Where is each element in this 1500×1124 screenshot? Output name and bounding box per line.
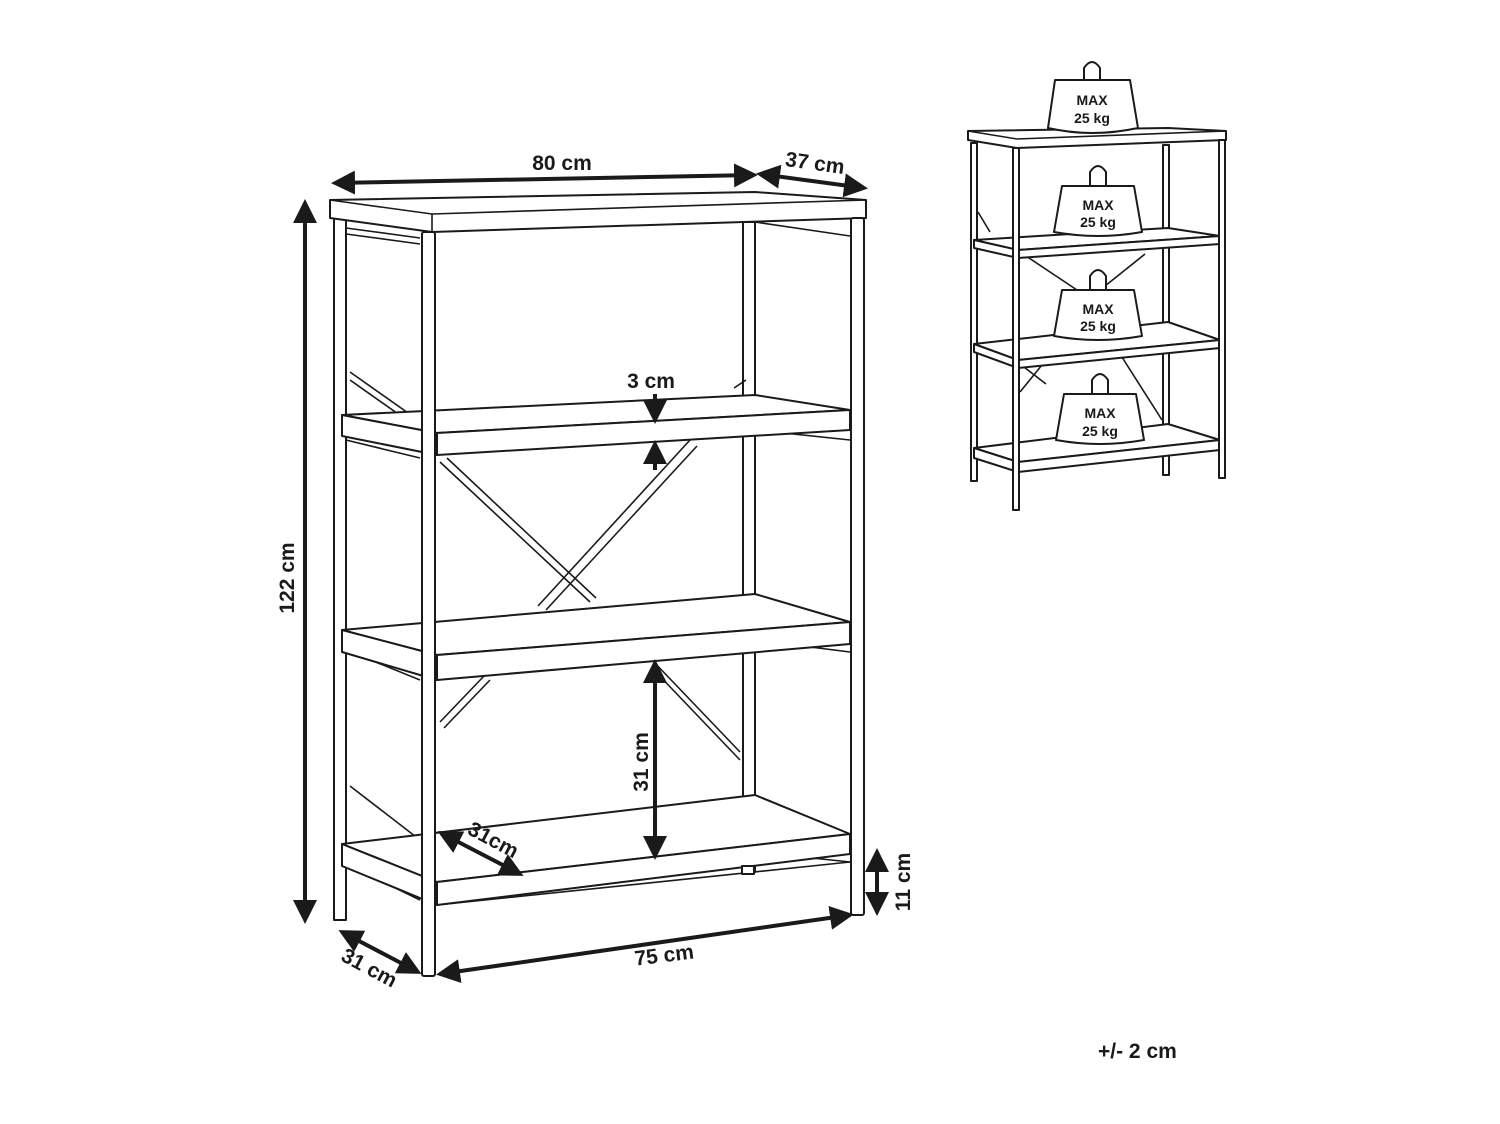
front-right-leg [850, 217, 865, 916]
label-shelf-clearance: 31 cm [630, 732, 653, 792]
weight-4-kg: 25 kg [1082, 423, 1118, 439]
shelf-1 [341, 394, 851, 456]
depth-top-arrow [756, 164, 868, 198]
weight-4-max: MAX [1084, 405, 1116, 421]
small-shelf-1 [973, 227, 1221, 259]
weight-handle-3 [1089, 269, 1107, 290]
tolerance-note: +/- 2 cm [1098, 1040, 1177, 1063]
shelf-depth-arrow [437, 831, 524, 876]
label-shelf-thickness: 3 cm [627, 370, 675, 393]
weight-3: MAX 25 kg [1053, 269, 1143, 341]
weight-handle-2 [1089, 165, 1107, 186]
back-right-leg [742, 221, 756, 873]
weight-4: MAX 25 kg [1055, 373, 1145, 445]
shelf-2 [341, 593, 851, 681]
small-cross-braces [977, 211, 1163, 421]
label-depth-bottom: 31 cm [337, 944, 400, 992]
weight-body-4 [1055, 393, 1145, 445]
small-front-right-leg [1218, 139, 1226, 479]
small-back-right-leg [1162, 144, 1170, 476]
weight-1-kg: 25 kg [1074, 110, 1110, 126]
label-depth-top: 37 cm [784, 148, 846, 179]
back-left-leg [333, 217, 347, 921]
width-bottom-arrow [436, 905, 854, 984]
label-width-top: 80 cm [532, 152, 592, 175]
cross-braces [349, 371, 747, 841]
weight-1: MAX 25 kg [1047, 61, 1139, 134]
weight-body-2 [1053, 185, 1143, 237]
weight-3-max: MAX [1082, 301, 1114, 317]
dimension-arrows [293, 163, 889, 984]
weight-body-3 [1053, 289, 1143, 341]
weight-2-kg: 25 kg [1080, 214, 1116, 230]
weight-body-1 [1047, 79, 1139, 134]
front-left-leg [421, 231, 436, 977]
dimension-labels: 80 cm 37 cm 122 cm 3 cm 31 cm 31cm 11 cm… [276, 148, 915, 992]
weight-handle-1 [1083, 61, 1101, 80]
label-floor-clearance: 11 cm [892, 853, 915, 911]
depth-bottom-arrow [338, 930, 422, 974]
shelf-3 [341, 794, 851, 906]
weight-2-max: MAX [1082, 197, 1114, 213]
weight-1-max: MAX [1076, 92, 1108, 108]
width-top-arrow [331, 163, 758, 195]
main-shelf-drawing [329, 191, 867, 977]
weight-handle-4 [1091, 373, 1109, 394]
small-front-left-leg [1012, 147, 1020, 511]
weight-3-kg: 25 kg [1080, 318, 1116, 334]
weight-2: MAX 25 kg [1053, 165, 1143, 237]
small-back-left-leg [970, 142, 978, 482]
label-height: 122 cm [276, 542, 299, 613]
